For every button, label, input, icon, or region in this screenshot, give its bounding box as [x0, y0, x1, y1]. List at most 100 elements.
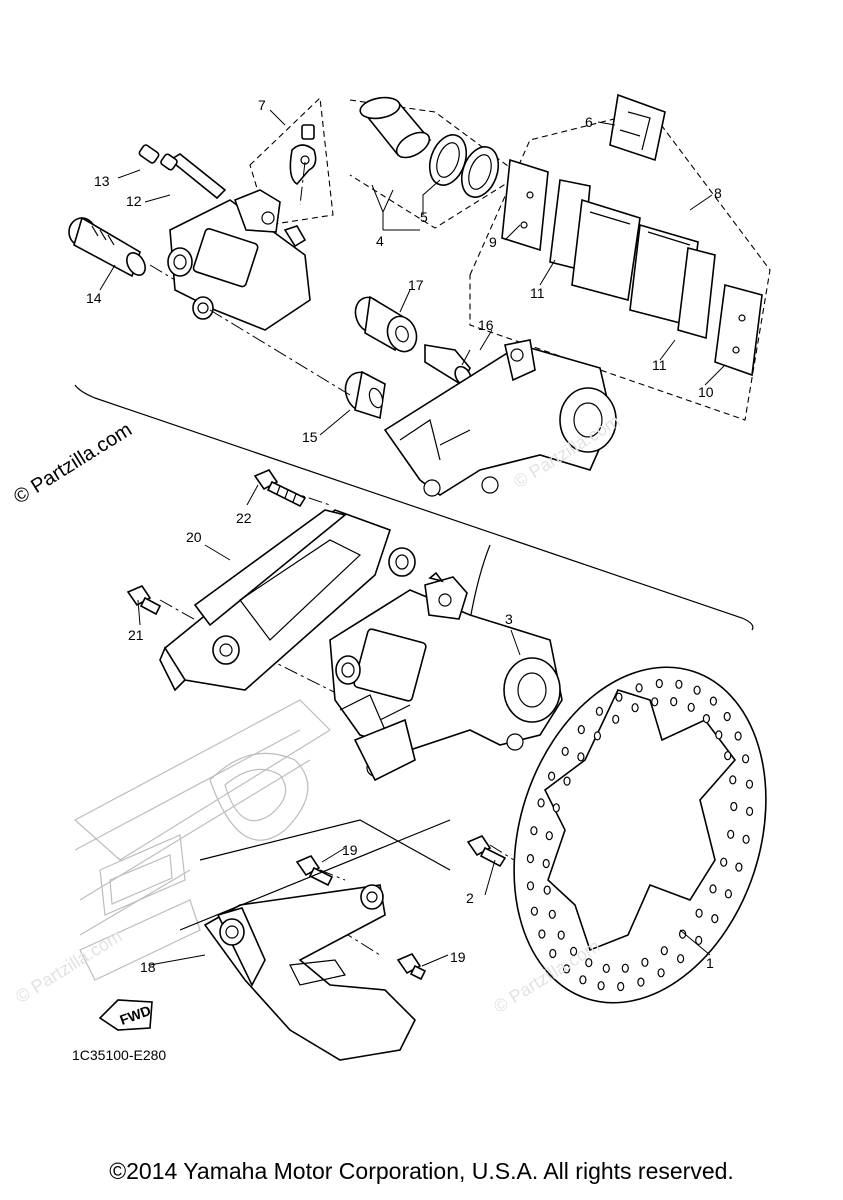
- pad-spring-6: [609, 93, 666, 162]
- disc-drill-hole: [695, 908, 703, 918]
- disc-drill-hole: [695, 935, 703, 946]
- disc-drill-hole: [724, 751, 732, 761]
- detail-boundary-line: [74, 384, 754, 631]
- disc-drill-hole: [655, 678, 663, 689]
- brake-pad-11-inner: [549, 179, 641, 302]
- callout-14: 14: [86, 290, 102, 306]
- disc-drill-hole: [612, 714, 620, 724]
- disc-drill-hole: [562, 964, 571, 974]
- disc-drill-hole: [631, 703, 639, 713]
- callout-9: 9: [489, 234, 497, 250]
- caliper-bracket-upper: [383, 339, 617, 497]
- disc-drill-hole: [657, 968, 665, 978]
- callout-numbers: 1 2 3 4 5 6 7 8 9 10 11 11 12 13 14 15 1…: [86, 97, 722, 975]
- disc-drill-hole: [595, 706, 604, 716]
- callout-1: 1: [706, 955, 714, 971]
- guard-mount-line: [179, 819, 451, 931]
- callout-19a: 19: [342, 842, 358, 858]
- callout-11a: 11: [530, 285, 545, 301]
- disc-drill-hole: [530, 906, 539, 916]
- pad-shim-9: [501, 158, 549, 252]
- disc-drill-hole: [563, 776, 571, 786]
- disc-drill-hole: [702, 713, 711, 724]
- slide-pin-14: [68, 216, 146, 278]
- disc-drill-hole: [720, 857, 728, 867]
- callout-19b: 19: [450, 949, 466, 965]
- disc-drill-hole: [735, 862, 743, 872]
- disc-drill-hole: [651, 697, 659, 707]
- disc-drill-hole: [709, 884, 717, 894]
- disc-drill-hole: [723, 711, 731, 722]
- callout-2: 2: [466, 890, 474, 906]
- disc-drill-hole: [561, 746, 569, 757]
- disc-drill-hole: [745, 779, 754, 789]
- detail-pointer-line: [469, 544, 491, 621]
- disc-drill-hole: [577, 752, 585, 762]
- disc-drill-hole: [670, 696, 678, 707]
- disc-drill-hole: [724, 889, 733, 899]
- callout-6: 6: [585, 114, 593, 130]
- callout-13: 13: [94, 173, 110, 189]
- disc-drill-hole: [729, 775, 737, 785]
- bolt-22: [253, 469, 307, 508]
- disc-drill-hole: [675, 679, 683, 689]
- callout-17: 17: [408, 277, 424, 293]
- disc-drill-hole: [543, 885, 551, 895]
- callout-22: 22: [236, 510, 252, 526]
- callout-4: 4: [376, 233, 384, 249]
- disc-drill-hole: [709, 696, 718, 706]
- bolt-2: [466, 835, 507, 868]
- disc-drill-hole: [745, 806, 754, 817]
- disc-drill-hole: [730, 801, 738, 812]
- disc-drill-hole: [635, 683, 643, 693]
- bolt-19-upper: [295, 855, 334, 887]
- callout-8: 8: [714, 185, 722, 201]
- disc-drill-hole: [557, 930, 565, 940]
- boot-17: [354, 295, 418, 353]
- piston-4: [359, 96, 432, 159]
- disc-drill-hole: [727, 829, 735, 839]
- caliper-body-upper: [167, 189, 311, 331]
- seal-5: [428, 134, 500, 198]
- disc-drill-hole: [660, 946, 668, 956]
- disc-drill-hole: [593, 731, 602, 741]
- disc-drill-hole: [526, 853, 535, 864]
- callout-11b: 11: [652, 357, 667, 373]
- disc-drill-hole: [548, 909, 556, 919]
- disc-drill-hole: [549, 948, 557, 959]
- caliper-guard-20: [159, 509, 416, 692]
- disc-drill-hole: [530, 826, 538, 836]
- disc-drill-hole: [577, 724, 585, 735]
- disc-drill-hole: [641, 957, 649, 967]
- disc-drill-hole: [621, 963, 629, 973]
- pin-13: [138, 144, 160, 164]
- callout-3: 3: [505, 611, 513, 627]
- disc-drill-hole: [538, 929, 546, 939]
- disc-drill-hole: [552, 803, 560, 813]
- callout-16: 16: [478, 317, 494, 333]
- disc-drill-hole: [537, 798, 545, 808]
- disc-drill-hole: [693, 685, 701, 695]
- disc-drill-hole: [602, 963, 610, 974]
- bolt-21: [126, 585, 162, 616]
- disc-drill-hole: [617, 981, 625, 992]
- callout-10: 10: [698, 384, 714, 400]
- disc-drill-hole: [579, 975, 587, 985]
- disc-drill-hole: [545, 831, 553, 841]
- bleed-screw-assembly: [289, 124, 317, 186]
- swingarm-outline: [73, 699, 331, 981]
- callout-18: 18: [140, 959, 156, 975]
- callout-12: 12: [126, 193, 142, 209]
- callout-7: 7: [258, 97, 266, 113]
- callout-leaders: [99, 109, 726, 967]
- group-box-8: [469, 109, 771, 421]
- disc-drill-hole: [585, 958, 593, 968]
- callout-5: 5: [420, 209, 428, 225]
- disc-drill-hole: [715, 730, 723, 740]
- disc-drill-hole: [676, 954, 685, 964]
- copyright-notice: ©2014 Yamaha Motor Corporation, U.S.A. A…: [109, 1158, 734, 1184]
- disc-guard-18: [203, 884, 416, 1061]
- disc-drill-hole: [526, 881, 535, 891]
- disc-drill-hole: [711, 913, 719, 924]
- bolt-19-lower: [396, 953, 427, 981]
